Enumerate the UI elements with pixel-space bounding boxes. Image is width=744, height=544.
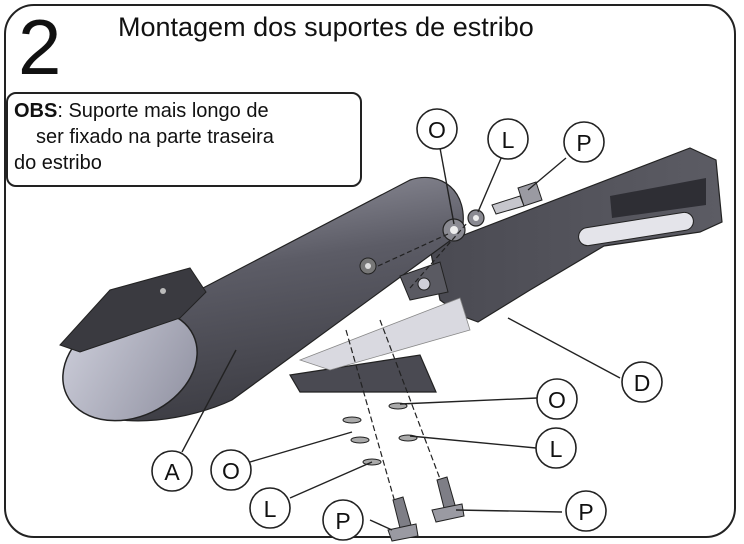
leader-lines: [181, 147, 621, 531]
callout-bottom-o-label: O: [222, 458, 240, 484]
callout-top-o-label: O: [428, 117, 446, 143]
callout-a: [151, 450, 193, 492]
callout-bottom-o: [210, 449, 252, 491]
callout-right-l-label: L: [550, 436, 563, 462]
top-hardware: [377, 181, 543, 289]
callout-d: [621, 361, 663, 403]
callout-right-o: [536, 378, 578, 420]
note-line-1-text: : Suporte mais longo de: [57, 100, 269, 122]
callout-top-l-label: L: [502, 127, 515, 153]
callout-bottom-l-label: L: [264, 496, 277, 522]
note-line-1: OBS: Suporte mais longo de: [14, 98, 354, 124]
step-title: Montagem dos suportes de estribo: [118, 12, 534, 42]
callout-d-label: D: [634, 370, 651, 396]
callout-top-o: [416, 108, 458, 150]
tube-a: [59, 176, 464, 422]
callout-top-p: [563, 121, 605, 163]
callout-right-p: [565, 490, 607, 532]
callouts: [151, 108, 663, 541]
note-line-2: ser fixado na parte traseira: [36, 126, 274, 148]
note-line-3: do estribo: [14, 152, 102, 174]
note-label: OBS: [14, 100, 58, 122]
note-box: OBS: Suporte mais longo de ser fixado na…: [6, 92, 362, 187]
callout-top-p-label: P: [576, 130, 591, 156]
illustration-frame: [4, 4, 736, 538]
callout-right-p-label: P: [578, 499, 593, 525]
callout-a-label: A: [164, 459, 180, 485]
callout-right-l: [535, 427, 577, 469]
step-number: 2: [18, 3, 62, 91]
callout-bottom-p: [322, 499, 364, 541]
bracket-d: [429, 147, 723, 323]
callout-right-o-label: O: [548, 387, 566, 413]
callout-top-l: [487, 118, 529, 160]
callout-bottom-l: [249, 487, 291, 529]
callout-bottom-p-label: P: [335, 508, 350, 534]
bottom-hardware: [342, 319, 465, 542]
